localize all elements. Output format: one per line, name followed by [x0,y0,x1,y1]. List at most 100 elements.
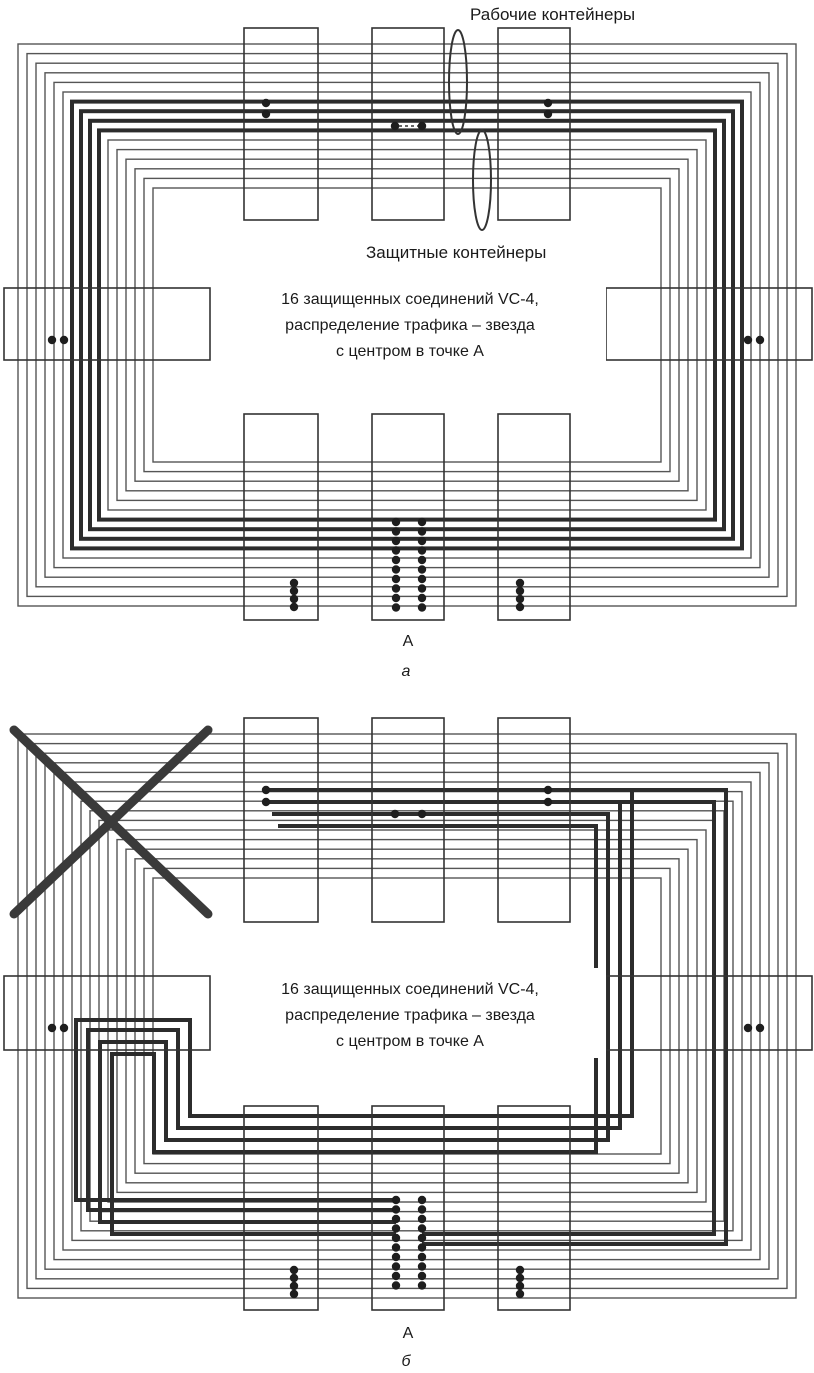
fiber-ring-line [143,867,671,1165]
connection-dot [543,785,553,795]
protected-connection-line [97,128,717,522]
working-containers-ellipse [448,29,468,135]
connection-dot [417,574,427,584]
network-node-box [3,287,211,361]
fiber-ring-line [116,148,698,502]
failed-node-cross-icon [9,725,213,919]
connection-dot [417,1252,427,1262]
connection-dot [515,1289,525,1299]
network-node-box [497,1105,571,1311]
connection-dot [391,584,401,593]
fiber-ring-line [125,848,689,1184]
network-node-box [243,413,319,621]
connection-dot [289,1273,299,1283]
protection-path-line [422,788,728,1246]
connection-dot [417,603,427,612]
caption-line-1: 16 защищенных соединений VC-4, [281,981,539,998]
connection-dot [417,1281,427,1290]
fiber-ring-line [143,177,671,473]
connection-dot [755,1023,765,1033]
fiber-ring-line [134,168,680,482]
connection-dot [289,1265,299,1275]
connection-dot [417,555,427,565]
network-node-box [371,717,445,923]
protect-containers-label: Защитные контейнеры [366,243,546,262]
connection-dot [417,1195,427,1205]
protection-path-line [110,824,598,1236]
fiber-ring-line [107,829,707,1203]
connection-dot [417,536,427,546]
connection-dot [391,603,401,612]
connection-dot [543,109,553,119]
network-node-box [605,975,813,1051]
connection-dot [47,335,57,345]
connection-dots [47,98,765,612]
panel-b: 16 защищенных соединений VC-4, распредел… [3,717,813,1370]
caption-background [216,278,606,368]
panel-a: Рабочие контейнеры Защитные контейнеры 1… [3,5,813,680]
connection-dot [261,109,271,119]
protection-path-line [74,788,634,1202]
protection-path-line [86,800,622,1212]
fiber-ring-line [62,91,752,559]
connection-dot [391,1281,401,1290]
fiber-ring-line [26,742,788,1290]
fiber-ring-line [17,43,797,607]
working-containers-label: Рабочие контейнеры [470,5,635,24]
fiber-ring-line [44,762,770,1270]
fiber-rings [17,733,797,1299]
connection-dot [417,121,427,131]
connection-dot [391,574,401,584]
connection-dot [391,1271,401,1281]
network-node-box [371,27,445,221]
connection-dot [391,1262,401,1271]
network-node-box [243,27,319,221]
connection-dot [391,565,401,574]
connection-dot [390,809,400,819]
connection-dot [417,1271,427,1281]
fiber-ring-line [17,733,797,1299]
fiber-ring-line [44,72,770,578]
connection-dot [543,797,553,807]
fiber-rings [17,43,797,607]
fiber-ring-line [107,139,707,511]
fiber-ring-line [35,62,779,588]
connection-dot [417,527,427,536]
connection-dot [417,1205,427,1214]
network-node-box [497,717,571,923]
fiber-ring-line [62,781,752,1251]
fiber-ring-line [152,187,662,463]
protected-connection-line [88,118,726,532]
connection-dot [289,1281,299,1291]
caption-line-3: с центром в точке А [336,1033,484,1050]
fiber-ring-line [125,158,689,492]
connection-dot [391,1233,401,1243]
connection-dot [417,1262,427,1271]
connection-dot [391,1252,401,1262]
fiber-ring-line [35,752,779,1280]
connection-dot [391,1224,401,1233]
caption-line-2: распределение трафика – звезда [285,1007,535,1024]
connection-dot [417,1214,427,1224]
panel-b-sublabel: б [402,1353,412,1370]
connection-dot [515,578,525,588]
connection-dot [515,586,525,596]
fiber-ring-line [53,771,761,1261]
caption-background [216,968,606,1058]
connection-dot [261,797,271,807]
node-a-label: А [403,633,414,650]
connection-dot [391,1195,401,1205]
protection-path-line [98,812,610,1224]
connection-dot [743,1023,753,1033]
connection-dot [515,1265,525,1275]
connection-dot [391,527,401,536]
connection-dot [417,584,427,593]
connection-dots [47,785,765,1299]
network-node-box [371,413,445,621]
connection-dot [417,1224,427,1233]
connection-dot [743,335,753,345]
protect-containers-ellipse [472,129,492,231]
panel-a-sublabel: а [402,663,411,680]
